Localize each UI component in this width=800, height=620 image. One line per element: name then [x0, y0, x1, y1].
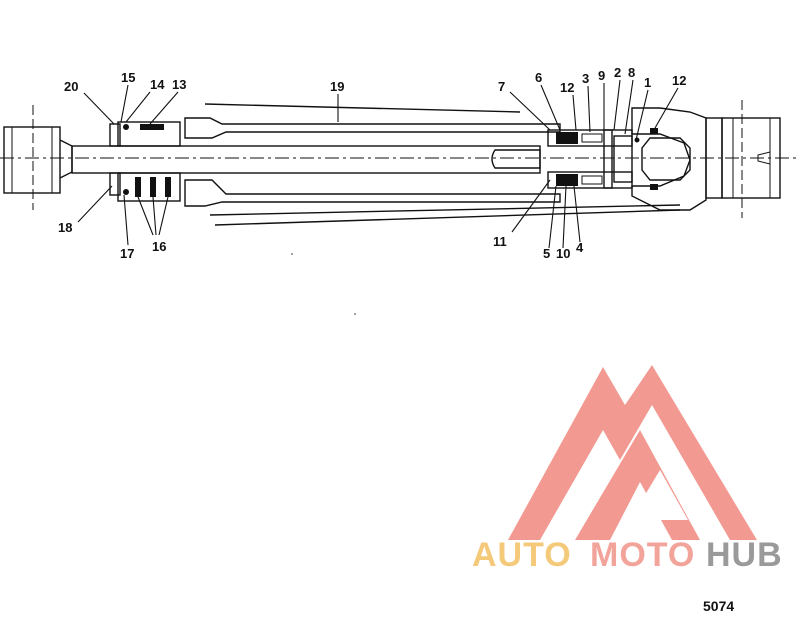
barrel-upper-wall	[184, 117, 561, 139]
callout-13: 13	[172, 77, 186, 92]
callout-5: 5	[543, 246, 550, 261]
piston-rod	[71, 145, 541, 174]
watermark-logo	[508, 365, 757, 540]
logo-triangle	[508, 365, 757, 540]
cap-end-clevis	[705, 117, 781, 199]
barrel-lower-wall	[184, 179, 561, 207]
leader-lines	[77, 79, 679, 249]
watermark-hub: HUB	[706, 536, 783, 574]
callout-1: 1	[644, 75, 651, 90]
callout-12-piston: 12	[560, 80, 574, 95]
figure-number: 5074	[703, 598, 735, 614]
callout-12-cap: 12	[672, 73, 686, 88]
callout-3: 3	[582, 71, 589, 86]
gland-seal-assembly	[109, 121, 181, 202]
piston-assembly	[547, 129, 640, 189]
callout-16: 16	[152, 239, 166, 254]
rod-end-stub	[491, 149, 541, 169]
callout-15: 15	[121, 70, 135, 85]
watermark-moto: MOTO	[590, 536, 696, 574]
callout-2: 2	[614, 65, 621, 80]
callout-4: 4	[576, 240, 584, 255]
callout-19: 19	[330, 79, 344, 94]
callout-10: 10	[556, 246, 570, 261]
callout-8: 8	[628, 65, 635, 80]
callout-6: 6	[535, 70, 542, 85]
end-cap	[631, 107, 707, 211]
callout-18: 18	[58, 220, 72, 235]
callout-14: 14	[150, 77, 165, 92]
callouts: 20 15 14 13 19 7 6 12 3 9 2 8 1 12 18 17…	[58, 65, 686, 261]
callout-11: 11	[493, 234, 507, 249]
rod-end-clevis	[3, 126, 73, 194]
watermark-auto: AUTO	[472, 536, 572, 574]
callout-20: 20	[64, 79, 78, 94]
callout-7: 7	[498, 79, 505, 94]
callout-9: 9	[598, 68, 605, 83]
callout-17: 17	[120, 246, 134, 261]
